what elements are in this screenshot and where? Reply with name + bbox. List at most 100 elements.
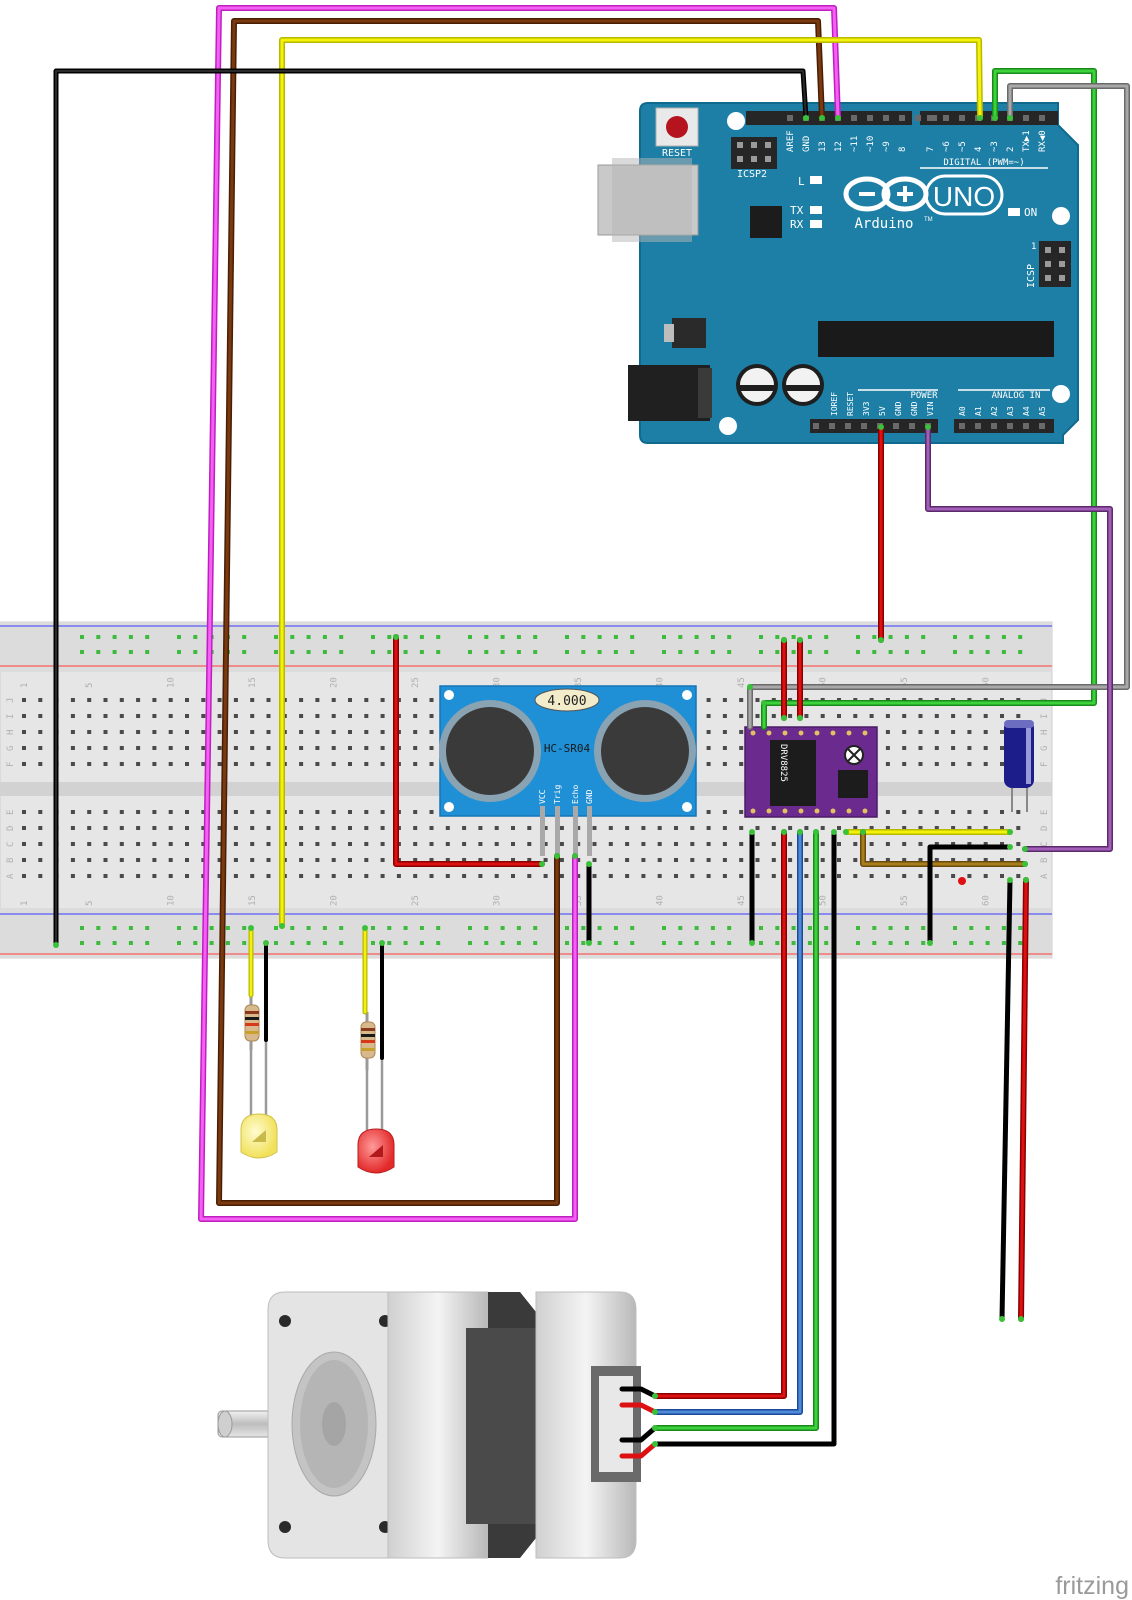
wire-endpoints <box>53 115 1029 1447</box>
breadboard-hole <box>1000 810 1004 814</box>
breadboard-hole <box>217 714 222 718</box>
column-number: 50 <box>819 895 829 906</box>
breadboard-hole <box>185 874 189 878</box>
rail-hole <box>775 926 780 930</box>
breadboard-hole <box>478 842 483 846</box>
breadboard-hole <box>608 874 613 878</box>
arduino-brand: Arduino <box>854 216 913 232</box>
rail-hole <box>96 926 101 930</box>
breadboard-hole <box>364 874 369 878</box>
rail-hole <box>727 926 732 930</box>
breadboard-hole <box>592 874 597 878</box>
row-letter: C <box>6 842 16 847</box>
breadboard-hole <box>364 762 369 766</box>
breadboard-hole <box>722 746 727 750</box>
rail-hole <box>371 635 375 639</box>
breadboard-hole <box>22 746 26 750</box>
breadboard-hole <box>478 858 483 862</box>
rail-hole <box>921 941 926 945</box>
row-letter: A <box>6 873 16 879</box>
rail-hole <box>419 926 424 930</box>
icsp-pin <box>765 142 771 148</box>
breadboard-hole <box>38 842 43 846</box>
breadboard-hole <box>119 746 124 750</box>
rail-hole <box>387 635 392 639</box>
breadboard-hole <box>445 842 450 846</box>
rail-hole <box>193 650 198 654</box>
rail-hole <box>468 941 472 945</box>
sensor-crystal <box>534 688 600 712</box>
breadboard-hole <box>152 762 157 766</box>
breadboard-hole <box>755 874 760 878</box>
digital-pin-label: ~5 <box>958 141 968 152</box>
breadboard-hole <box>706 826 711 830</box>
header-pin <box>991 423 997 429</box>
breadboard-hole <box>429 730 434 734</box>
breadboard-hole <box>543 842 548 846</box>
rail-hole <box>436 941 441 945</box>
rail-hole <box>678 926 683 930</box>
driver-pin <box>766 730 772 736</box>
breadboard-hole <box>70 698 75 702</box>
breadboard-hole <box>233 714 238 718</box>
rail-hole <box>759 926 763 930</box>
column-number: 35 <box>574 895 584 906</box>
digital-pin-label: TX▶1 <box>1022 130 1032 152</box>
breadboard-hole <box>185 842 189 846</box>
mounting-hole <box>1052 207 1070 225</box>
breadboard-hole <box>739 698 744 702</box>
breadboard-hole <box>119 698 124 702</box>
breadboard-hole <box>233 746 238 750</box>
breadboard-hole <box>820 714 825 718</box>
rail-hole <box>856 635 860 639</box>
breadboard-hole <box>299 698 304 702</box>
breadboard-hole <box>771 826 776 830</box>
breadboard-hole <box>1000 714 1004 718</box>
breadboard-hole <box>837 858 841 862</box>
breadboard-hole <box>299 842 304 846</box>
icsp-pin <box>737 142 743 148</box>
breadboard-hole <box>103 842 108 846</box>
breadboard-hole <box>22 842 26 846</box>
wire-endpoint <box>1018 1316 1024 1322</box>
breadboard-hole <box>951 746 956 750</box>
breadboard-hole <box>201 698 206 702</box>
breadboard-hole <box>429 826 434 830</box>
column-number: 20 <box>330 677 340 688</box>
header-pin <box>915 115 921 121</box>
breadboard-hole <box>22 714 26 718</box>
header-pin <box>851 115 857 121</box>
rail-hole <box>807 650 812 654</box>
breadboard-hole <box>625 842 630 846</box>
rail-hole <box>274 941 278 945</box>
rx-label: RX <box>790 218 804 231</box>
rail-hole <box>581 926 586 930</box>
rail-hole <box>727 941 732 945</box>
breadboard-hole <box>70 762 75 766</box>
rail-hole <box>921 635 926 639</box>
rail-hole <box>710 635 715 639</box>
breadboard-hole <box>983 842 988 846</box>
wire-endpoint <box>843 829 849 835</box>
sensor-pin-label: GND <box>585 789 594 804</box>
rail-hole <box>904 941 909 945</box>
breadboard-hole <box>559 874 564 878</box>
breadboard-hole <box>690 842 695 846</box>
breadboard-hole <box>168 842 173 846</box>
wires <box>53 5 1130 1459</box>
breadboard-hole <box>119 730 124 734</box>
breadboard-hole <box>70 730 75 734</box>
digital-label: DIGITAL (PWM=~) <box>943 158 1024 168</box>
breadboard-hole <box>706 810 711 814</box>
rail-hole <box>710 650 715 654</box>
column-number: 35 <box>574 677 584 688</box>
breadboard-hole <box>576 842 581 846</box>
rail-hole <box>339 650 344 654</box>
breadboard-hole <box>445 826 450 830</box>
breadboard-hole <box>608 842 613 846</box>
breadboard-hole <box>119 762 124 766</box>
breadboard-hole <box>983 810 988 814</box>
breadboard-hole <box>608 826 613 830</box>
wire-endpoint <box>797 829 803 835</box>
row-letter: C <box>1040 842 1050 847</box>
